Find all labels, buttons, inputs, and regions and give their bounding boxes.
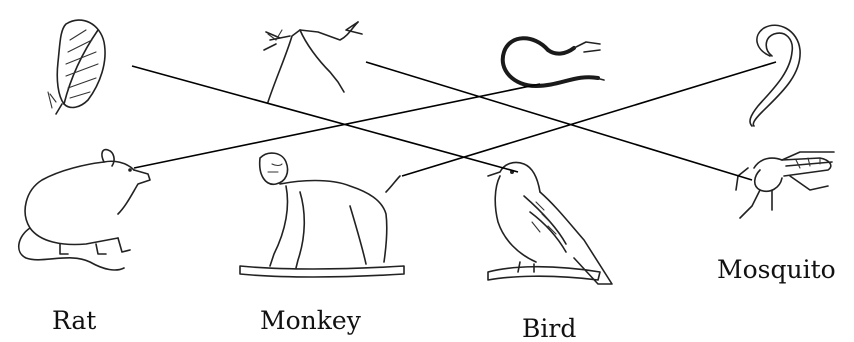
label-mosquito: Mosquito bbox=[717, 255, 836, 284]
rat-icon bbox=[18, 148, 151, 271]
match-line-branch-mosquito bbox=[365, 61, 753, 181]
match-line-feather-bird bbox=[131, 65, 519, 173]
monkey-tail-icon bbox=[749, 24, 801, 127]
mosquito-icon bbox=[735, 151, 835, 219]
bird-icon bbox=[487, 161, 613, 285]
tree-branch-icon bbox=[263, 21, 363, 103]
monkey-icon bbox=[239, 152, 405, 278]
rat-tail-icon bbox=[500, 36, 605, 88]
match-line-monkeytail-monkey bbox=[401, 61, 777, 177]
feather-icon bbox=[47, 19, 106, 115]
label-monkey: Monkey bbox=[260, 306, 362, 335]
label-rat: Rat bbox=[52, 306, 96, 335]
match-line-rattail-rat bbox=[133, 83, 541, 169]
match-lines bbox=[131, 61, 777, 181]
label-bird: Bird bbox=[522, 314, 576, 342]
